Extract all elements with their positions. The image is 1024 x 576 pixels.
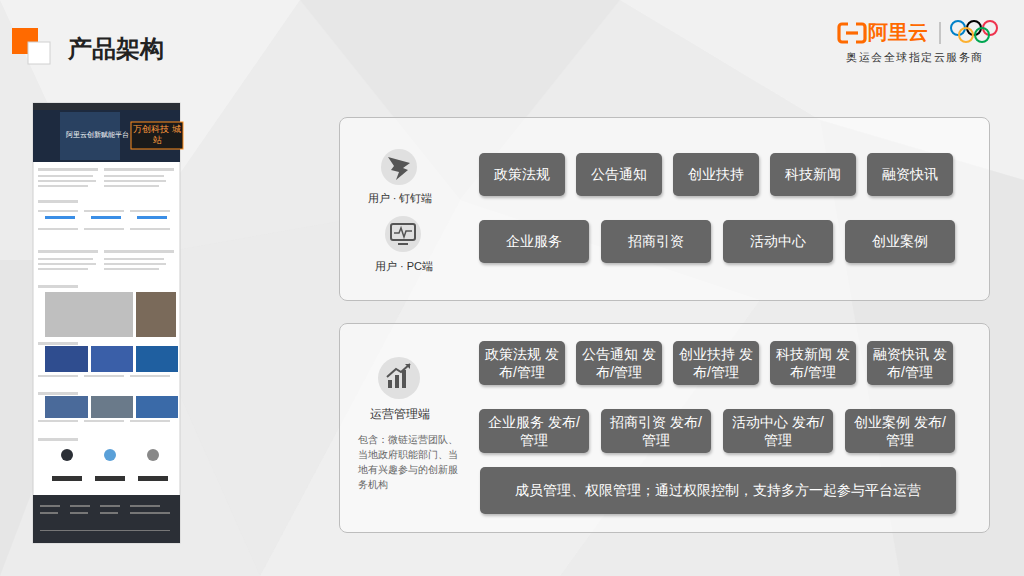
box-label: 创业案例 发布/管理 — [851, 413, 949, 449]
feature-box: 活动中心 发布/管理 — [723, 409, 833, 453]
feature-box: 活动中心 — [723, 220, 833, 263]
panel-label: 运营管理端 — [350, 405, 450, 423]
box-label: 成员管理、权限管理；通过权限控制，支持多方一起参与平台运营 — [515, 481, 921, 499]
box-label: 创业扶持 发布/管理 — [679, 345, 753, 381]
section-panel: 运营管理端包含：微链运营团队、当地政府职能部门、当地有兴趣参与的创新服务机构 政策… — [339, 323, 990, 533]
panel-ground — [339, 117, 990, 301]
box-label: 融资快讯 — [882, 165, 938, 183]
logo-mark — [839, 24, 865, 42]
feature-box: 成员管理、权限管理；通过权限控制，支持多方一起参与平台运营 — [480, 467, 956, 514]
panel-label: 用户 · PC端 — [354, 258, 454, 275]
box-label: 科技新闻 — [785, 165, 841, 183]
feature-box: 招商引资 发布/管理 — [601, 409, 711, 453]
box-label: 公告通知 发布/管理 — [582, 345, 656, 381]
website-screenshot — [33, 103, 183, 543]
feature-box: 创业案例 — [845, 220, 955, 263]
panel-label: 用户 · 钉钉端 — [350, 190, 450, 207]
brand-name: 阿里云 — [868, 20, 928, 44]
feature-box: 公告通知 发布/管理 — [576, 341, 662, 385]
panel-ground — [339, 323, 990, 533]
chart-icon — [378, 357, 420, 399]
feature-box: 科技新闻 发布/管理 — [770, 341, 856, 385]
box-label: 公告通知 — [591, 165, 647, 183]
box-label: 创业扶持 — [688, 165, 744, 183]
feature-box: 政策法规 — [479, 153, 565, 196]
section-panel: 用户 · 钉钉端用户 · PC端 政策法规 公告通知 创业扶持 科技新闻 融资快讯企业服务… — [339, 117, 990, 301]
box-label: 融资快讯 发布/管理 — [873, 345, 947, 381]
box-label: 企业服务 — [506, 232, 562, 250]
feature-box: 创业案例 发布/管理 — [845, 409, 955, 453]
feature-box: 创业扶持 发布/管理 — [673, 341, 759, 385]
box-label: 政策法规 — [494, 165, 550, 183]
screenshot-heading: 阿里云创新赋能平台 — [66, 131, 132, 139]
dingtalk-icon — [381, 149, 417, 185]
feature-box: 企业服务 — [479, 220, 589, 263]
feature-box: 公告通知 — [576, 153, 662, 196]
box-label: 活动中心 — [750, 232, 806, 250]
feature-box: 创业扶持 — [673, 153, 759, 196]
feature-box: 招商引资 — [601, 220, 711, 263]
box-label: 企业服务 发布/管理 — [485, 413, 583, 449]
title-mark — [28, 42, 50, 64]
feature-box: 企业服务 发布/管理 — [479, 409, 589, 453]
screenshot-badge: 万创科技 城站 — [133, 124, 181, 146]
box-label: 招商引资 发布/管理 — [607, 413, 705, 449]
olympic-rings — [951, 21, 997, 42]
box-label: 政策法规 发布/管理 — [485, 345, 559, 381]
feature-box: 科技新闻 — [770, 153, 856, 196]
brand-slogan: 奥运会全球指定云服务商 — [846, 51, 984, 64]
pc-icon — [385, 216, 421, 252]
panel-label: 包含：微链运营团队、当地政府职能部门、当地有兴趣参与的创新服务机构 — [358, 432, 462, 492]
separator — [940, 22, 941, 44]
feature-box: 融资快讯 发布/管理 — [867, 341, 953, 385]
box-label: 招商引资 — [628, 232, 684, 250]
feature-box: 政策法规 发布/管理 — [479, 341, 565, 385]
feature-box: 融资快讯 — [867, 153, 953, 196]
slide-title: 产品架构 — [68, 33, 164, 65]
box-label: 活动中心 发布/管理 — [729, 413, 827, 449]
box-label: 创业案例 — [872, 232, 928, 250]
box-label: 科技新闻 发布/管理 — [776, 345, 850, 381]
